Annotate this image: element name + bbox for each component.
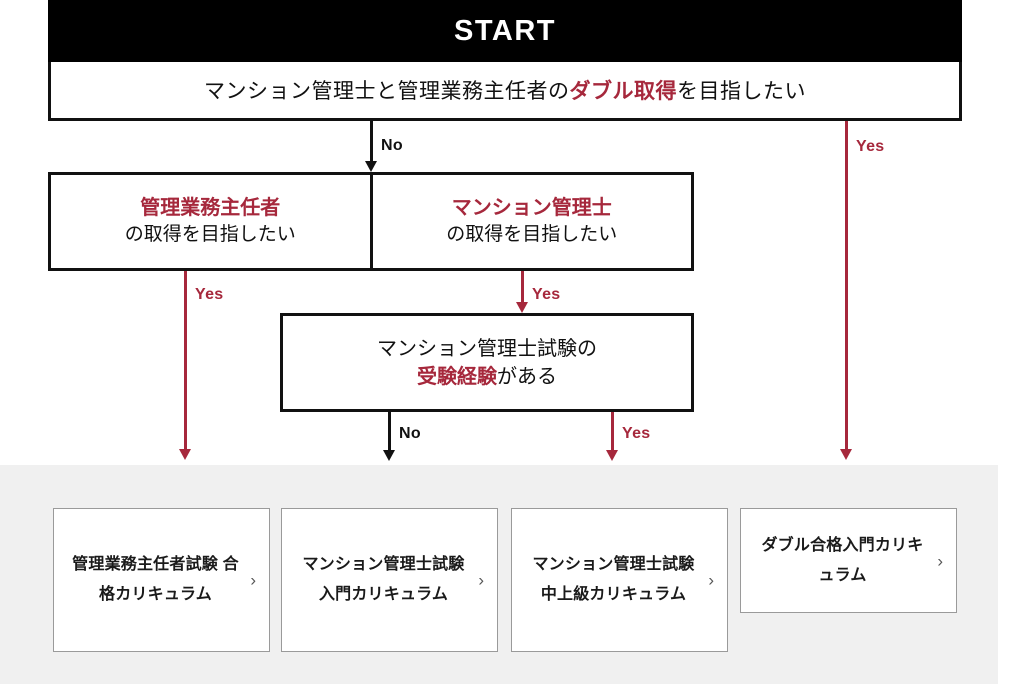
arrow-head <box>606 450 618 461</box>
arrow-head <box>383 450 395 461</box>
question-main-highlight: ダブル取得 <box>569 80 677 103</box>
card-mansion-chujokyu[interactable]: マンション管理士試験 中上級カリキュラム › <box>511 508 728 652</box>
row3-line1: マンション管理士試験の <box>377 337 597 360</box>
arrow-label-yes: Yes <box>622 425 651 442</box>
chevron-right-icon: › <box>937 551 943 570</box>
arrow-label-yes: Yes <box>195 286 224 303</box>
card-label: マンション管理士試験 中上級カリキュラム <box>532 556 695 603</box>
start-label: START <box>453 14 556 47</box>
row3-box: マンション管理士試験の 受験経験がある <box>280 313 694 412</box>
chevron-right-icon: › <box>250 570 256 590</box>
arrow-head <box>179 449 191 460</box>
row3-line2: 受験経験がある <box>417 363 557 391</box>
question-main-box: マンション管理士と管理業務主任者のダブル取得を目指したい <box>48 62 962 121</box>
arrow-shaft <box>370 121 373 163</box>
row2-cell-mansion: マンション管理士 の取得を目指したい <box>373 175 692 268</box>
card-kanrigyomu-goukaku[interactable]: 管理業務主任者試験 合格カリキュラム › <box>53 508 270 652</box>
chevron-right-icon: › <box>478 570 484 590</box>
card-label: マンション管理士試験 入門カリキュラム <box>302 556 465 603</box>
question-main-prefix: マンション管理士と管理業務主任者の <box>204 80 570 103</box>
row2-right-title: マンション管理士 <box>451 197 612 220</box>
arrow-head <box>365 161 377 172</box>
row3-line2-suffix: がある <box>497 365 557 388</box>
row2-cell-kanrigyomu: 管理業務主任者 の取得を目指したい <box>51 175 373 268</box>
arrow-label-yes: Yes <box>856 138 885 155</box>
card-mansion-nyumon[interactable]: マンション管理士試験 入門カリキュラム › <box>281 508 498 652</box>
start-header-bar: START <box>48 0 962 62</box>
chevron-right-icon: › <box>708 570 714 590</box>
arrow-shaft <box>184 271 187 451</box>
card-double-goukaku[interactable]: ダブル合格入門カリキュラム › <box>740 508 957 613</box>
arrow-label-no: No <box>399 425 421 442</box>
arrow-shaft <box>611 412 614 452</box>
arrow-shaft <box>845 121 848 451</box>
arrow-head <box>840 449 852 460</box>
row2-right-subtitle: の取得を目指したい <box>446 224 618 246</box>
arrow-head <box>516 302 528 313</box>
row2-left-title: 管理業務主任者 <box>140 197 281 220</box>
arrow-shaft <box>521 271 524 304</box>
row3-highlight: 受験経験 <box>417 365 497 388</box>
arrow-label-no: No <box>381 137 403 154</box>
row2-left-subtitle: の取得を目指したい <box>124 224 296 246</box>
row2-box: 管理業務主任者 の取得を目指したい マンション管理士 の取得を目指したい <box>48 172 694 271</box>
arrow-label-yes: Yes <box>532 286 561 303</box>
card-label: ダブル合格入門カリキュラム <box>761 536 924 584</box>
arrow-shaft <box>388 412 391 452</box>
question-main-suffix: を目指したい <box>677 80 806 103</box>
question-main-text: マンション管理士と管理業務主任者のダブル取得を目指したい <box>204 75 806 105</box>
card-label: 管理業務主任者試験 合格カリキュラム <box>72 556 239 603</box>
